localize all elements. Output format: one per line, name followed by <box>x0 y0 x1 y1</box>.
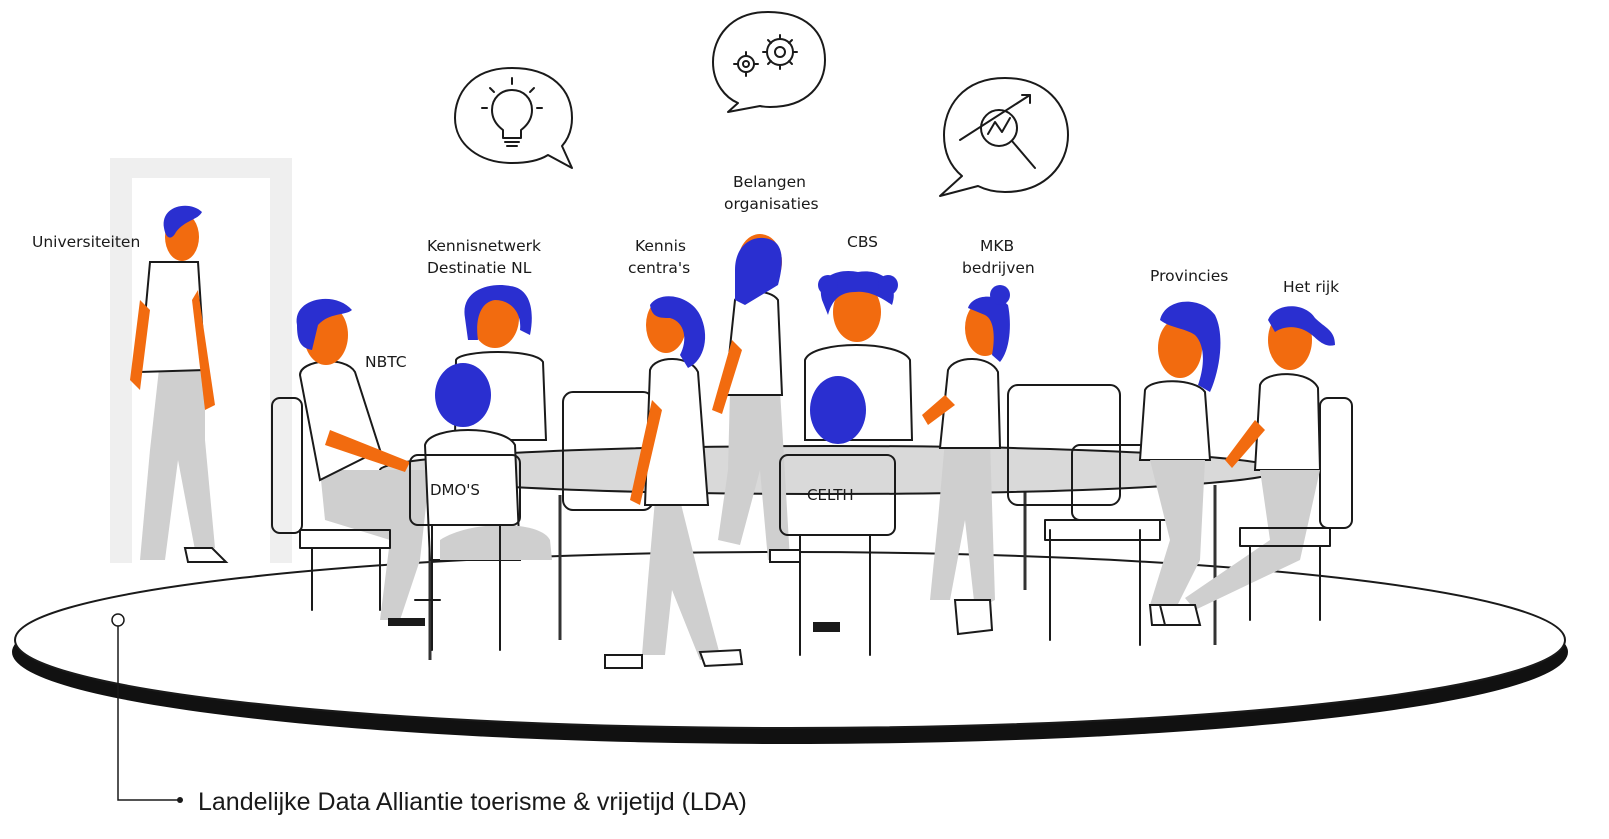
label-universiteiten: Universiteiten <box>32 233 140 251</box>
label-mkb-line2: bedrijven <box>962 259 1035 277</box>
person-dmos <box>423 363 552 561</box>
person-kennis-centras <box>604 296 744 669</box>
lightbulb-icon <box>481 77 543 147</box>
label-belangen-line2: organisaties <box>724 195 819 213</box>
label-kennis-line1: Kennis <box>635 237 686 255</box>
person-mkb <box>922 285 1010 636</box>
label-cbs: CBS <box>847 233 878 251</box>
label-het-rijk: Het rijk <box>1283 278 1339 296</box>
label-kennis-line2: centra's <box>628 259 690 277</box>
speech-bubble-analysis <box>939 77 1069 197</box>
chair-celth <box>779 454 896 656</box>
label-mkb-line1: MKB <box>980 237 1014 255</box>
magnifier-chart-icon <box>959 94 1036 169</box>
person-belangen <box>712 234 801 563</box>
person-provincies <box>1138 301 1221 626</box>
person-het-rijk <box>1158 306 1353 626</box>
label-belangen-line1: Belangen <box>733 173 806 191</box>
label-provincies: Provincies <box>1150 267 1228 285</box>
speech-bubble-idea <box>454 67 573 169</box>
person-universiteiten <box>130 205 229 563</box>
person-nbtc <box>271 298 430 626</box>
gears-icon <box>733 34 798 77</box>
chair-label-celth: CELTH <box>807 486 854 504</box>
speech-bubble-gears <box>712 11 826 113</box>
chair-label-dmos: DMO'S <box>430 481 480 499</box>
label-kennisnetwerk-line2: Destinatie NL <box>427 259 532 277</box>
label-nbtc: NBTC <box>365 353 407 371</box>
caption-text: Landelijke Data Alliantie toerisme & vri… <box>198 788 747 816</box>
person-celth <box>810 376 866 444</box>
caption-connector <box>111 613 183 803</box>
floor-platform <box>12 551 1568 744</box>
chair-dmos <box>409 454 521 651</box>
label-kennisnetwerk-line1: Kennisnetwerk <box>427 237 541 255</box>
